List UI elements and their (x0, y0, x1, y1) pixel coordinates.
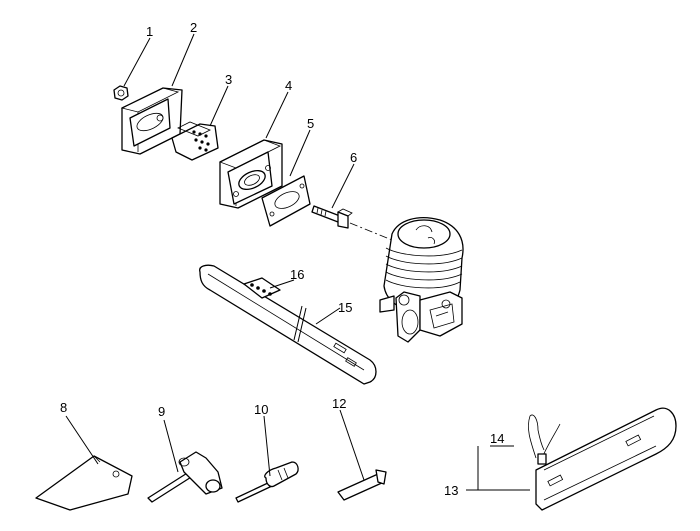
part-15-guide-bar (199, 264, 377, 385)
callout-10: 10 (254, 402, 268, 417)
part-13-bar-cover (535, 407, 677, 511)
callout-8: 8 (60, 400, 67, 415)
part-16-bar-plate (243, 277, 281, 299)
callout-15: 15 (338, 300, 352, 315)
part-12-hex-key (337, 469, 387, 501)
callout-6: 6 (350, 150, 357, 165)
callout-4: 4 (285, 78, 292, 93)
callout-2: 2 (190, 20, 197, 35)
callout-1: 1 (146, 24, 153, 39)
part-2-filter-frame (120, 87, 183, 155)
part-3-screen (171, 121, 219, 161)
part-9-scrench (147, 451, 223, 503)
engine-cylinder (379, 217, 464, 343)
part-10-screwdriver (235, 461, 299, 503)
part-14-strap (528, 414, 561, 465)
callout-12: 12 (332, 396, 346, 411)
part-5-gasket (261, 175, 311, 227)
callout-5: 5 (307, 116, 314, 131)
part-4-housing (219, 139, 283, 209)
part-6-bolt (311, 205, 353, 229)
callout-14: 14 (490, 431, 504, 446)
callout-labels: 1 2 3 4 5 6 8 9 10 12 13 14 15 16 (60, 20, 504, 498)
callout-16: 16 (290, 267, 304, 282)
part-1-nut (113, 85, 129, 101)
leader-lines (65, 33, 530, 491)
callout-3: 3 (225, 72, 232, 87)
callout-9: 9 (158, 404, 165, 419)
callout-13: 13 (444, 483, 458, 498)
part-8-card (35, 455, 133, 511)
assembly-centerline (349, 222, 393, 241)
